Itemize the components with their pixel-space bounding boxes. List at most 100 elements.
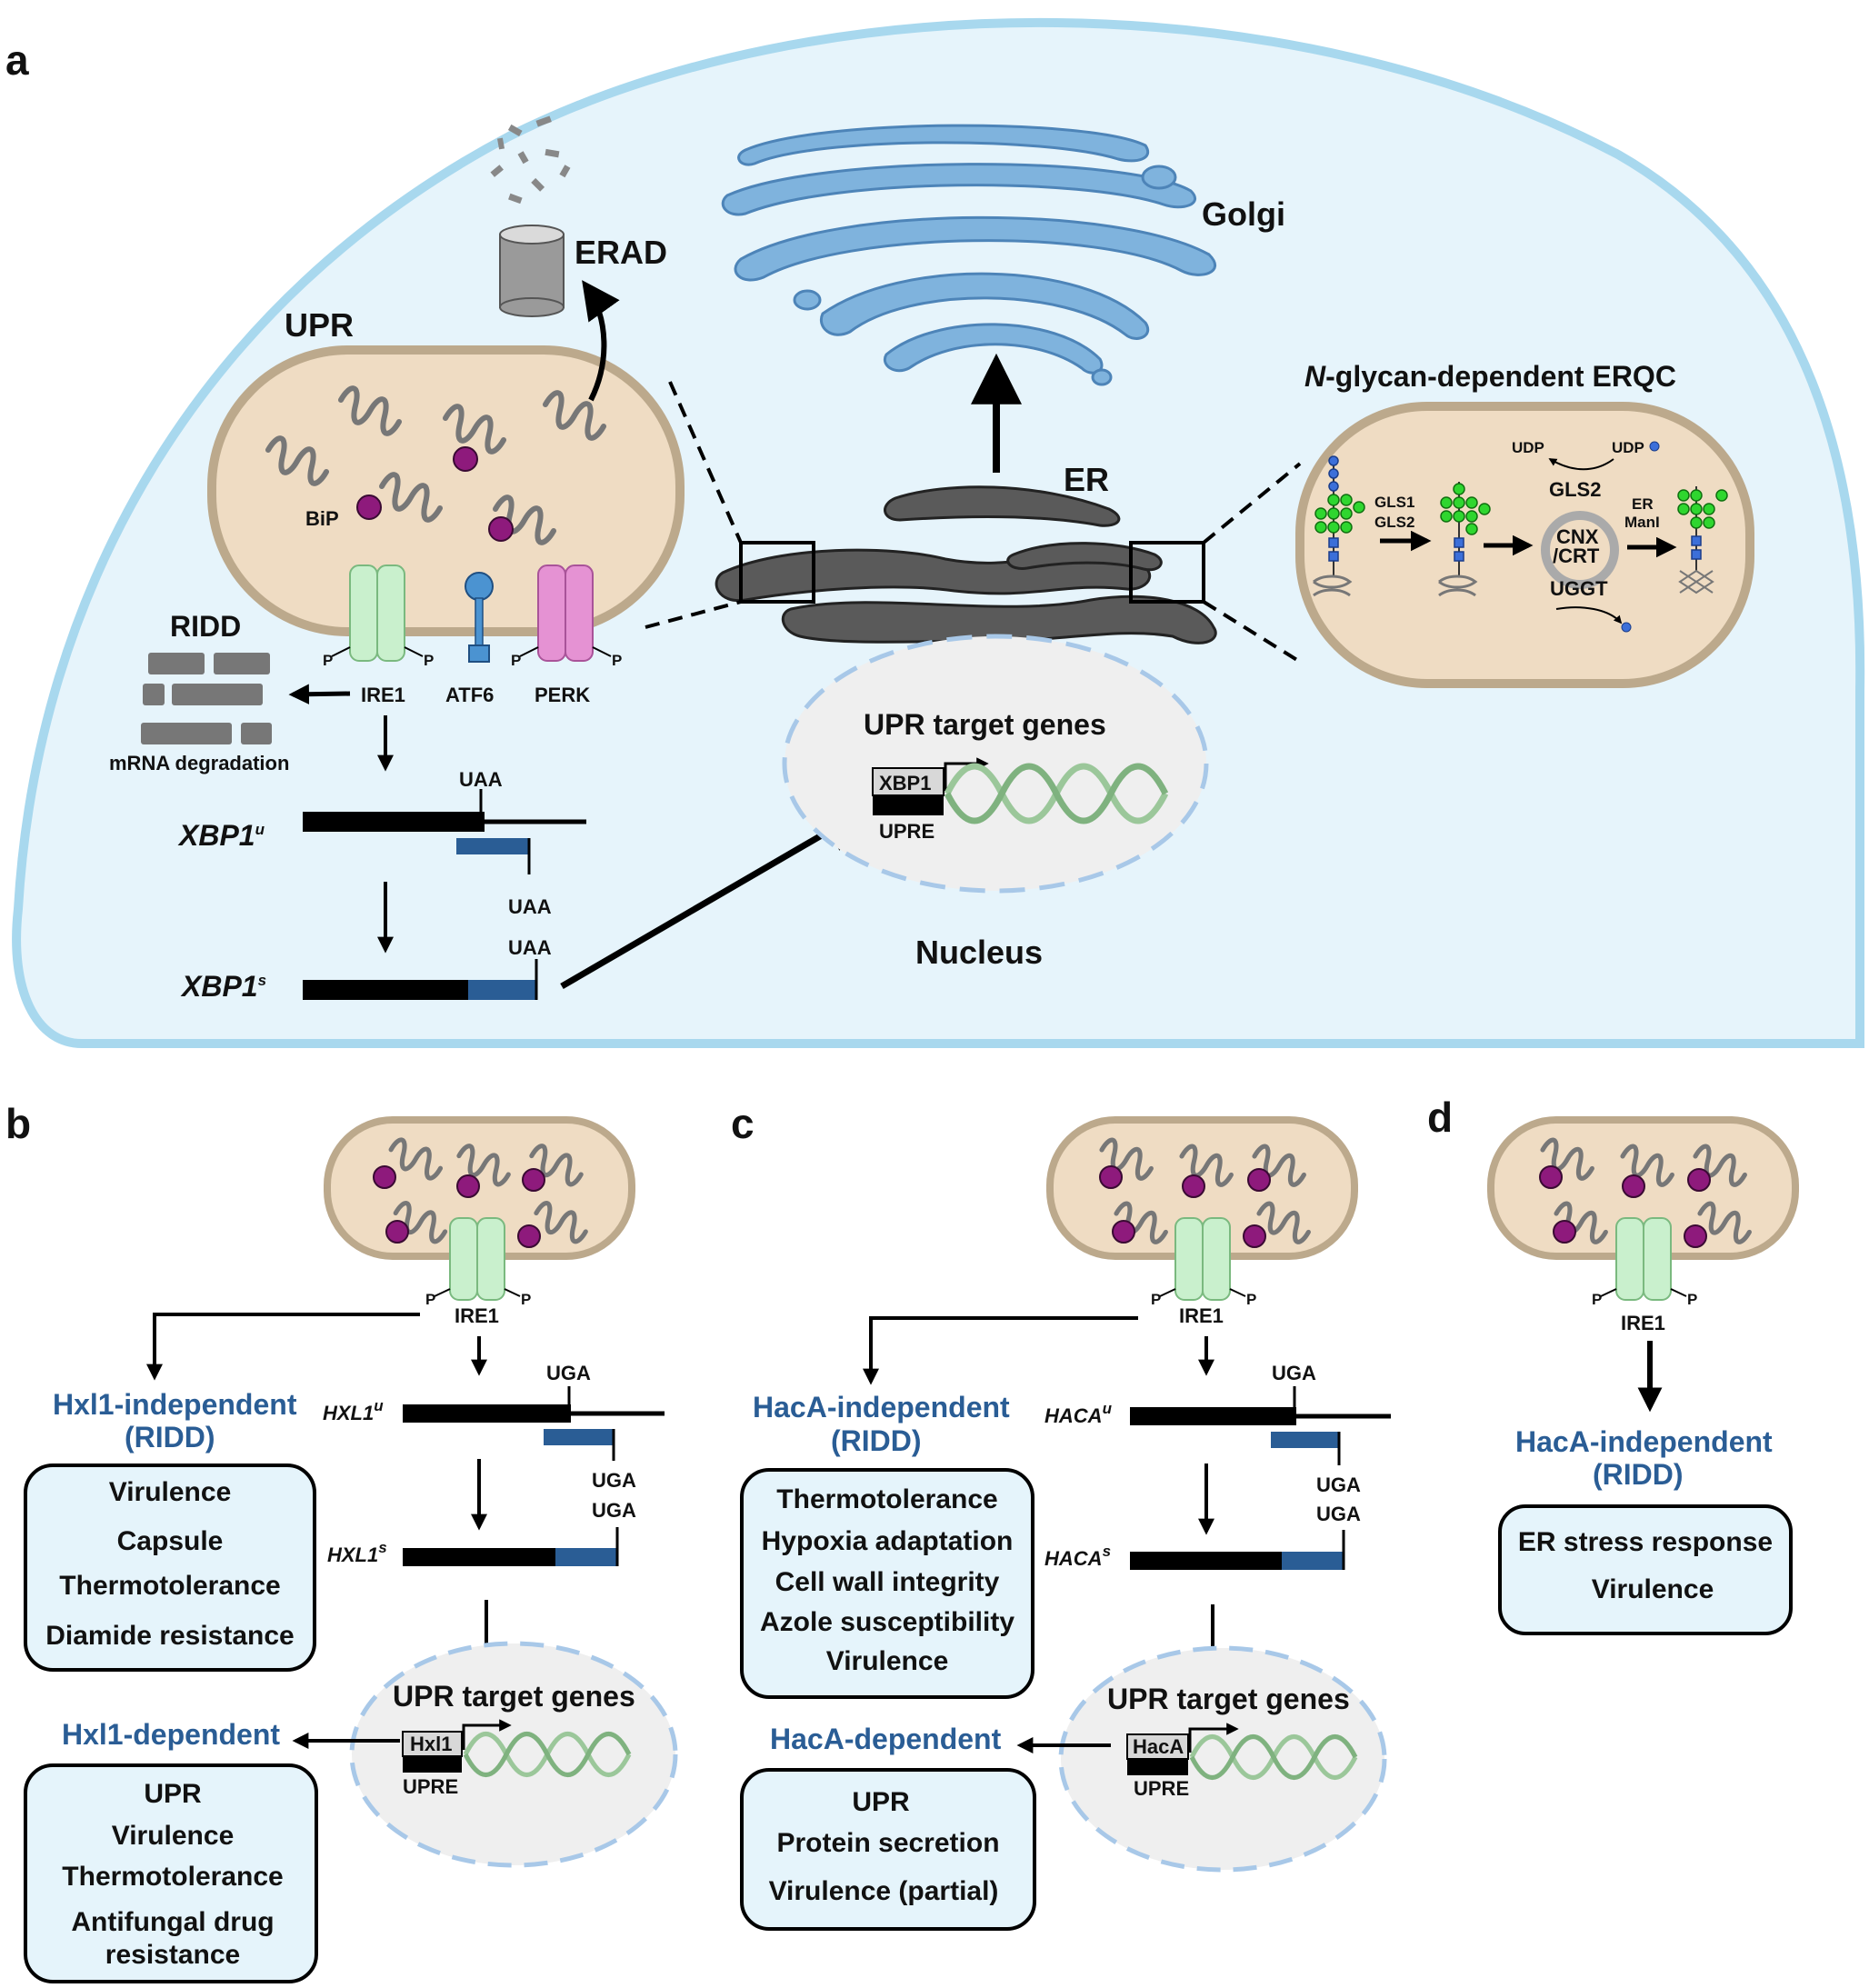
gls2-label: GLS2: [1374, 514, 1414, 531]
haca-independent-box: [740, 1468, 1034, 1699]
er-zoom-box-left: [739, 541, 815, 604]
outcome-item: Virulence (partial): [769, 1876, 999, 1906]
xbp1-tf-label: XBP1: [879, 772, 931, 794]
panel-letter-a: a: [5, 36, 29, 84]
outcome-item: Thermotolerance: [62, 1862, 283, 1892]
golgi-apparatus: [721, 124, 1216, 386]
er-lumen-upr: [207, 345, 685, 636]
crt-label: /CRT: [1553, 544, 1600, 567]
proteasome-icon: [499, 225, 565, 317]
xbp1s-label: XBP1s: [180, 970, 266, 1003]
hacau-label: HACAu: [1044, 1400, 1113, 1427]
xbp1u-label: XBP1u: [177, 819, 265, 852]
hxl1-tf-label: Hxl1: [410, 1733, 452, 1755]
nucleus: [349, 1641, 678, 1868]
hacas-exon: [1130, 1552, 1282, 1570]
upre-box: [403, 1756, 462, 1773]
outcome-item: Thermotolerance: [59, 1571, 280, 1601]
xbp1u-exon: [303, 812, 485, 832]
promoter-arrow: [462, 1719, 512, 1750]
outcome-item: Virulence: [826, 1646, 949, 1676]
stop-codon-label: UGA: [546, 1362, 591, 1384]
bip-label: BiP: [305, 507, 339, 530]
hacau-alt-frame: [1271, 1432, 1339, 1448]
nucleus: [782, 634, 1209, 894]
hxl1u-label: HXL1u: [323, 1397, 384, 1424]
atf6-sensor-icon: [465, 572, 494, 663]
atf6-label: ATF6: [445, 684, 494, 706]
to-erad-arrow: [582, 280, 620, 402]
panel-letter-b: b: [5, 1100, 31, 1147]
stop-codon-label: UAA: [459, 768, 503, 791]
nucleus-label: Nucleus: [915, 934, 1043, 971]
ridd-label: (RIDD): [831, 1424, 922, 1457]
hxl1s-exon: [403, 1548, 555, 1566]
phospho-label: P: [1687, 1291, 1697, 1308]
panel-letter-d: d: [1427, 1094, 1453, 1141]
uggt-arrow: [1555, 606, 1623, 624]
haca-dependent-box: [740, 1768, 1036, 1931]
upr-label: UPR: [285, 306, 354, 344]
er-zoom-box-right: [1129, 541, 1205, 604]
upr-target-genes-label: UPR target genes: [393, 1680, 635, 1713]
panel-b: b P P IRE1 Hxl1-independent (RIDD) Virul…: [5, 1100, 678, 1983]
ire1-label: IRE1: [1179, 1304, 1224, 1327]
stop-codon-label: UAA: [508, 936, 552, 959]
ire1-label: IRE1: [1621, 1312, 1665, 1334]
phospho-label: P: [1592, 1291, 1602, 1308]
xbp1-tf-box: [872, 767, 944, 796]
phospho-label: P: [1151, 1291, 1161, 1308]
udp-label: UDP: [1512, 439, 1544, 456]
hxl1-independent-box: [24, 1464, 316, 1672]
erad-label: ERAD: [575, 234, 667, 271]
xbp1s-spliced-frame: [468, 980, 536, 1000]
panel-c: c P P IRE1 HacA-independent (RIDD) Therm…: [731, 1100, 1391, 1931]
ire1-label: IRE1: [455, 1304, 499, 1327]
xbp1u-alt-frame: [456, 838, 529, 854]
cell-body: [12, 17, 1865, 1048]
zoom-line: [1202, 600, 1302, 664]
phospho-label: P: [1246, 1291, 1256, 1308]
outcome-item: Virulence: [112, 1821, 235, 1851]
peptide-fragments-icon: [490, 115, 571, 205]
stop-codon-label: UGA: [592, 1499, 636, 1522]
bip-protein-icon: [356, 446, 514, 542]
cnx-cycle-icon: [1541, 511, 1620, 589]
upre-label: UPRE: [403, 1775, 458, 1798]
haca-tf-label: HacA: [1133, 1735, 1184, 1758]
perk-sensor-icon: [519, 564, 612, 662]
xbp1s-to-nucleus-arrow: [560, 809, 867, 990]
phospho-label: P: [424, 652, 434, 669]
udp-label: UDP: [1612, 439, 1644, 456]
outcome-item: Protein secretion: [776, 1828, 999, 1858]
ire1-sensor-icon: [1159, 1217, 1246, 1301]
mrna-degradation-label: mRNA degradation: [109, 752, 289, 774]
outcome-item: Antifungal drug: [71, 1907, 274, 1937]
degraded-mrna-icon: [141, 653, 272, 744]
outcome-item: Azole susceptibility: [760, 1607, 1014, 1637]
outcome-item: UPR: [144, 1779, 202, 1809]
gls1-label: GLS1: [1374, 494, 1414, 511]
hxl1-tf-box: [402, 1731, 463, 1757]
hxl1s-spliced-frame: [555, 1548, 617, 1566]
ridd-label: (RIDD): [125, 1421, 215, 1454]
outcome-item: UPR: [852, 1787, 910, 1817]
ire1-label: IRE1: [361, 684, 405, 706]
er-label: ER: [1064, 461, 1109, 498]
panel-a: a ERAD: [5, 17, 1865, 1048]
phospho-label: P: [521, 1291, 531, 1308]
hxl1u-exon: [403, 1404, 571, 1423]
ire1-sensor-icon: [434, 1217, 521, 1301]
bip-protein-icon: [373, 1165, 545, 1248]
upr-target-genes-label: UPR target genes: [864, 708, 1106, 741]
hacau-exon: [1130, 1407, 1296, 1425]
stop-codon-label: UGA: [1316, 1503, 1361, 1525]
stop-codon-label: UGA: [592, 1469, 636, 1492]
haca-tf-box: [1126, 1733, 1189, 1760]
outcome-item: resistance: [105, 1940, 240, 1970]
phospho-label: P: [612, 652, 622, 669]
stop-codon-label: UGA: [1272, 1362, 1316, 1384]
haca-independent-label: HacA-independent: [753, 1391, 1010, 1424]
ire1-to-ridd-arrow: [146, 1313, 420, 1381]
outcome-item: Hypoxia adaptation: [762, 1526, 1014, 1556]
